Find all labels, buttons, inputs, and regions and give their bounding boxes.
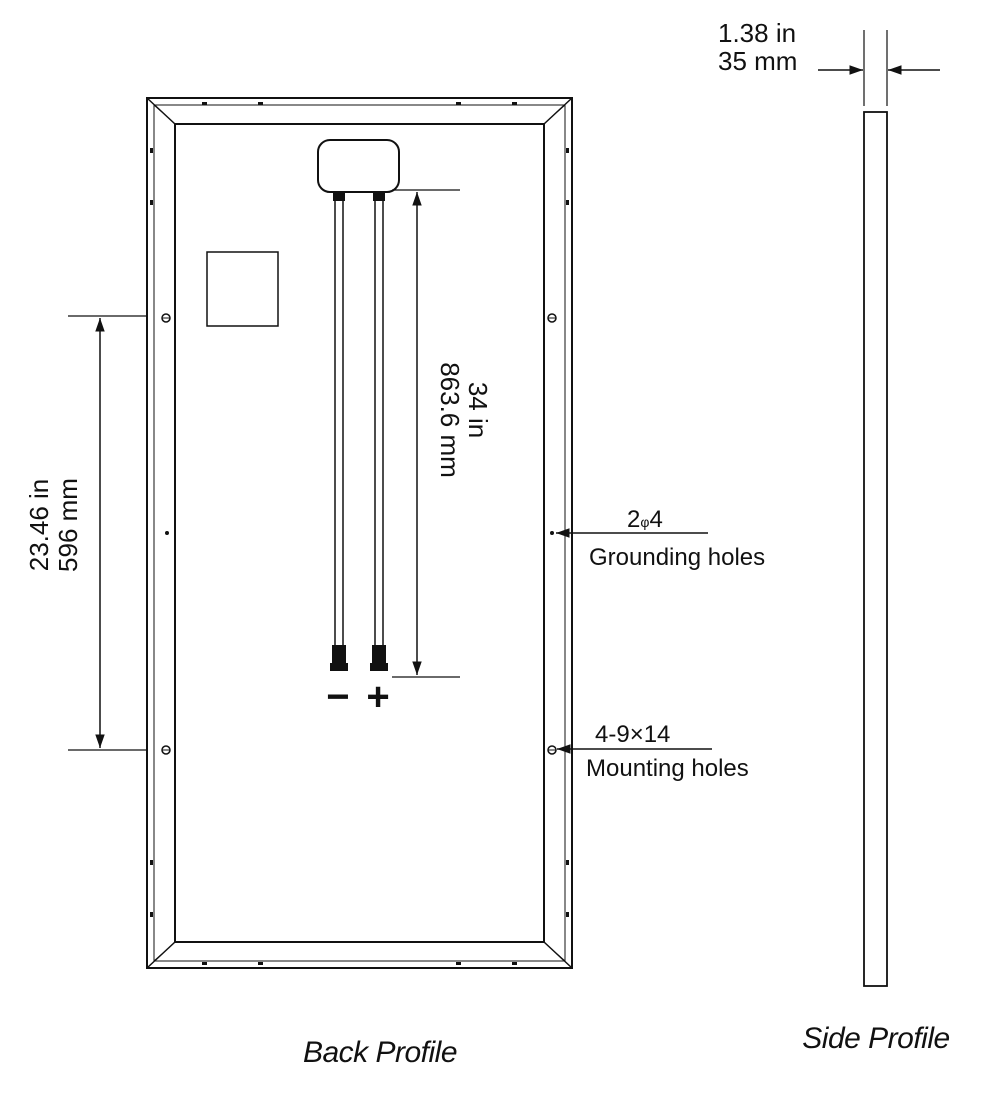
mounting-label: Mounting holes [586, 755, 749, 782]
positive-sign: + [366, 675, 389, 719]
negative-sign: − [326, 675, 349, 719]
hole-spacing-dimension [68, 315, 147, 751]
label-plate [206, 251, 279, 327]
back-profile-caption: Back Profile [303, 1036, 457, 1069]
junction-box [317, 139, 400, 193]
panel-frame [146, 97, 573, 969]
hole-spacing-metric: 596 mm [53, 478, 83, 572]
hole-spacing-imperial: 23.46 in [24, 479, 54, 572]
side-thickness-dimension [818, 30, 940, 106]
side-profile-frame [863, 111, 888, 987]
mounting-hole [547, 745, 557, 755]
mounting-spec: 4-9×14 [595, 721, 670, 748]
side-thickness-imperial: 1.38 in [718, 18, 796, 48]
grounding-spec-diameter: 4 [649, 506, 662, 533]
mounting-hole [161, 745, 171, 755]
grounding-hole [165, 531, 169, 535]
cable-length-dimension [392, 189, 460, 678]
side-profile-caption: Side Profile [802, 1022, 949, 1055]
grounding-spec: 2φ4 [627, 506, 663, 533]
mounting-hole [161, 313, 171, 323]
cable-length-imperial: 34 in [463, 382, 493, 438]
mounting-hole [547, 313, 557, 323]
grounding-label: Grounding holes [589, 544, 765, 571]
grounding-hole [550, 531, 554, 535]
cable-length-metric: 863.6 mm [435, 362, 465, 478]
cable-positive [370, 191, 388, 671]
grounding-spec-count: 2 [627, 506, 640, 533]
grounding-spec-symbol: φ [640, 514, 649, 530]
side-thickness-metric: 35 mm [718, 46, 797, 76]
frame-notches [150, 102, 569, 965]
cable-negative [330, 191, 348, 671]
